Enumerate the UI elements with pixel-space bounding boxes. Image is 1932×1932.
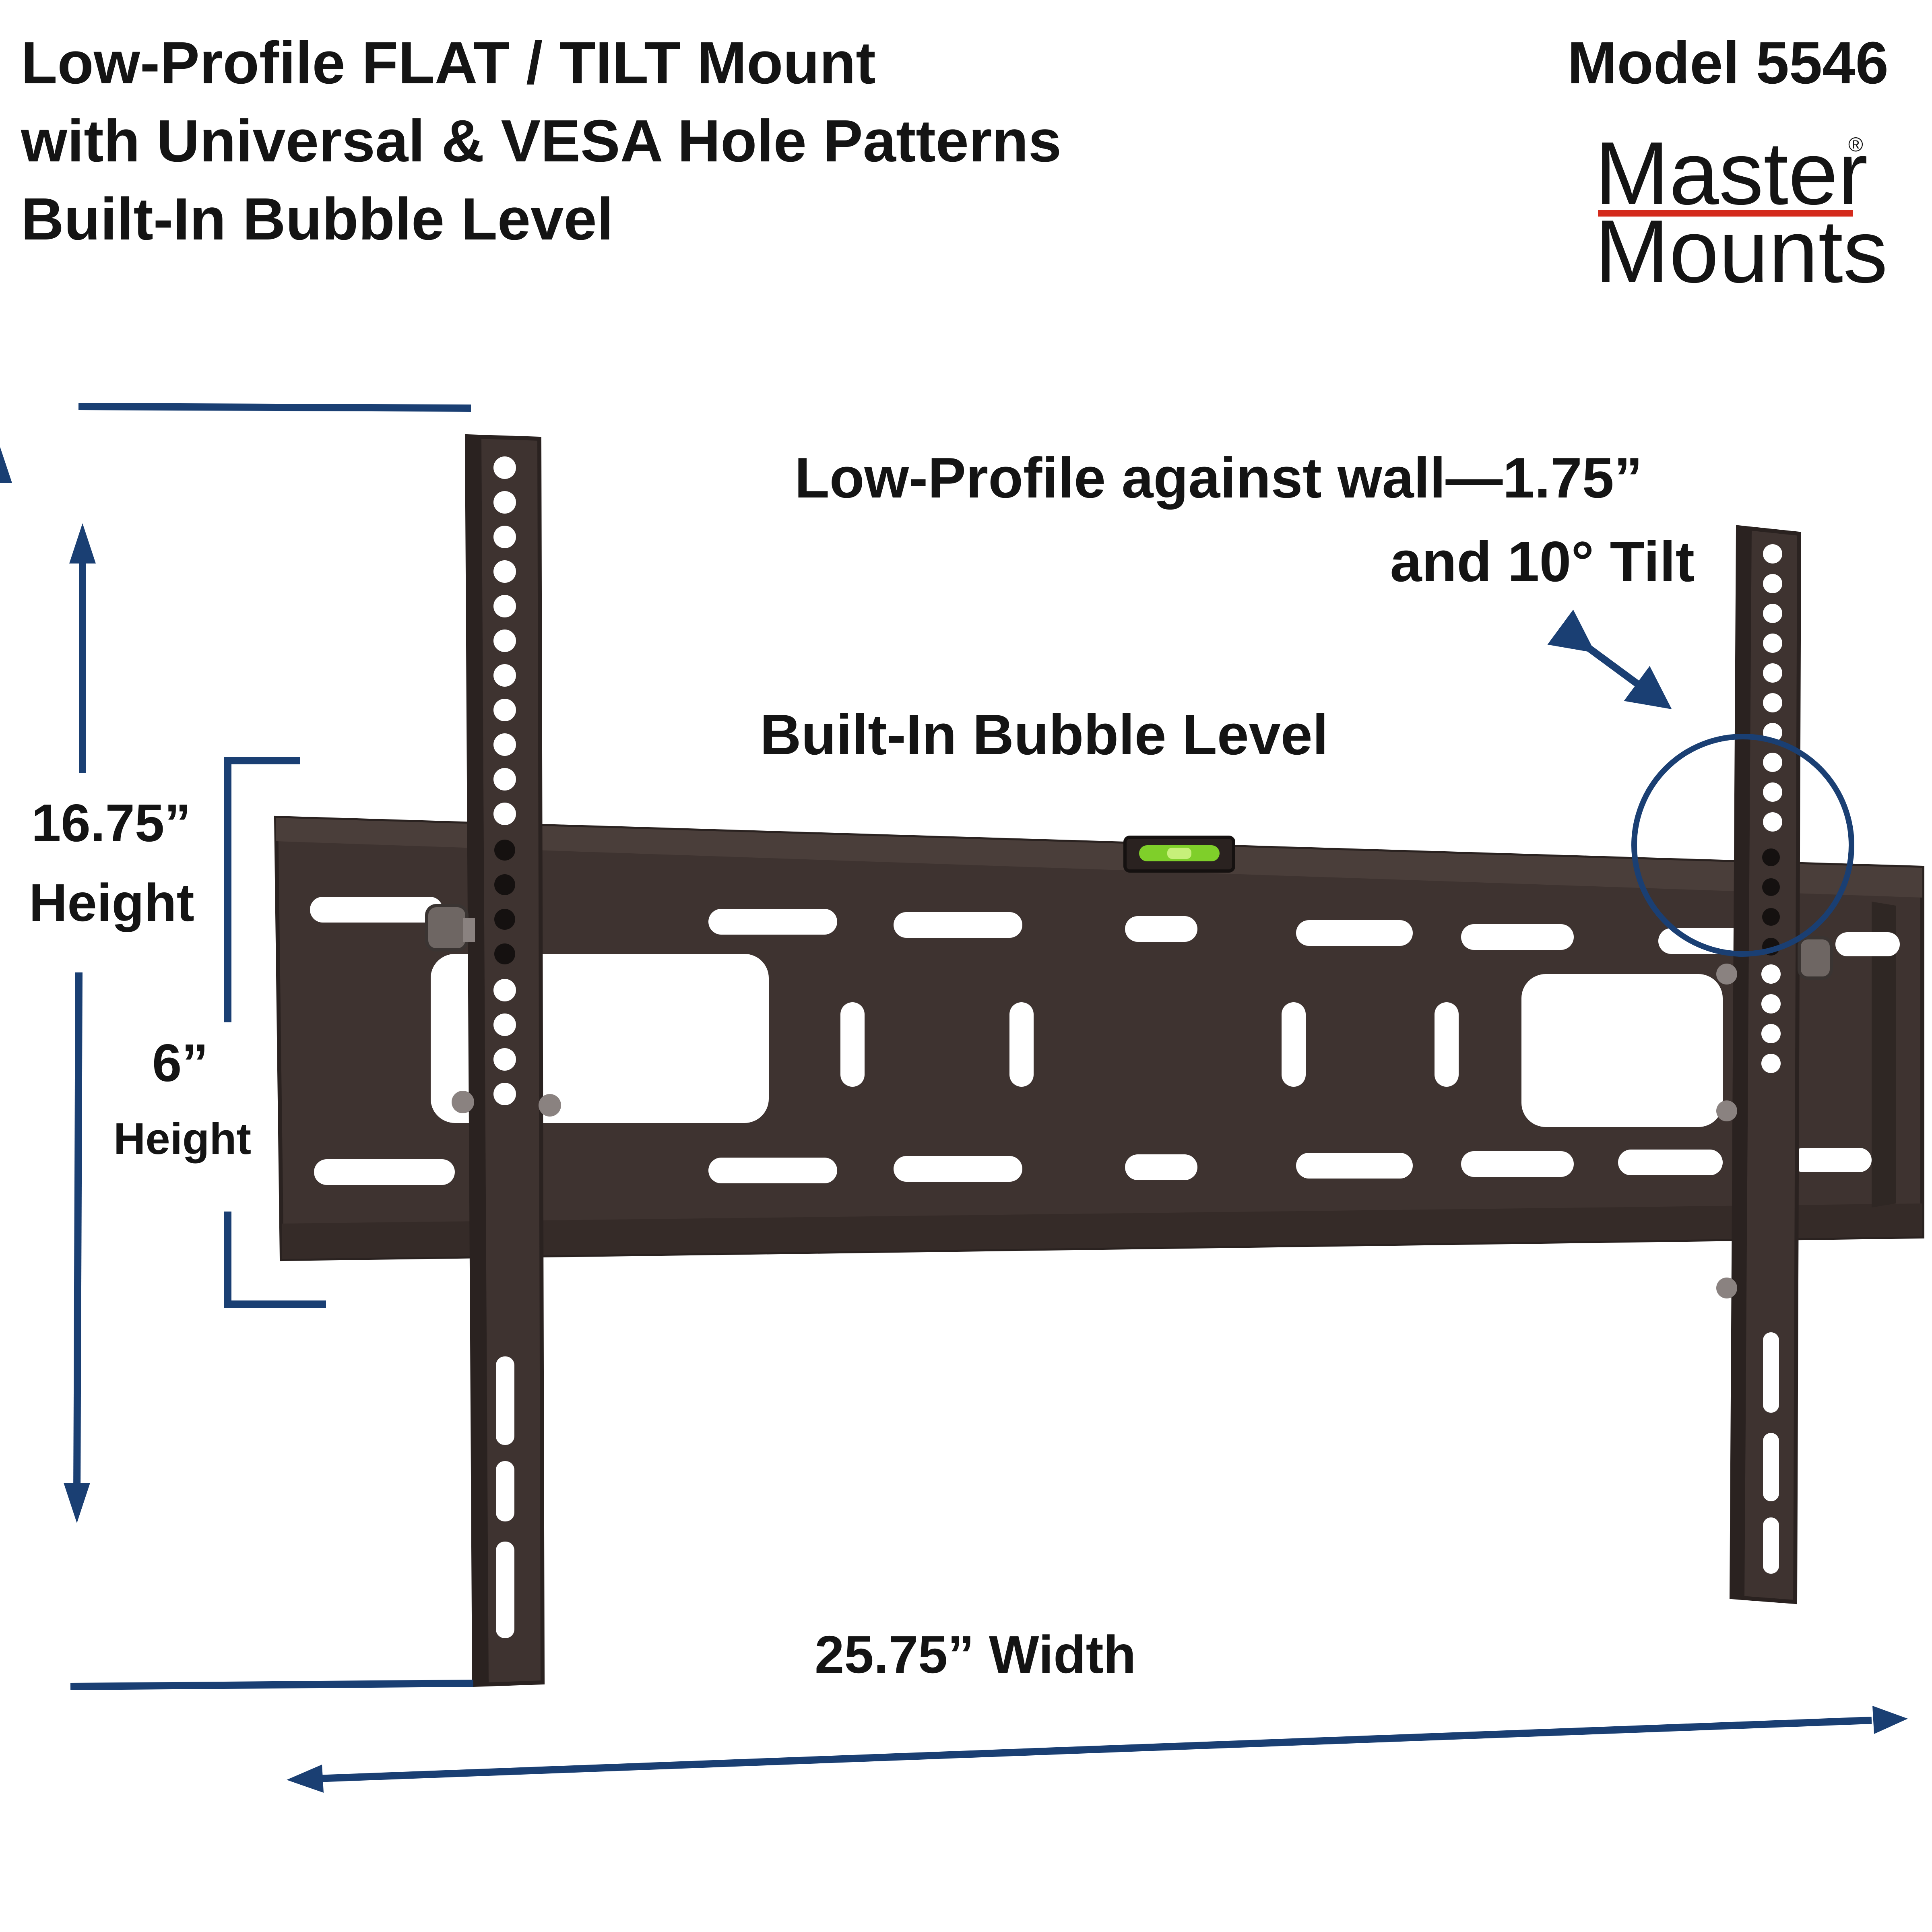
plate-slot [1791, 1148, 1872, 1172]
right-bracket-holes [1761, 544, 1782, 1574]
width-dimension [287, 1706, 1908, 1793]
plate-slot [314, 1159, 455, 1185]
plate-slot [708, 909, 837, 935]
title-line-1: Low-Profile FLAT / TILT Mount [21, 30, 876, 96]
plate-slot [708, 1158, 837, 1183]
tilt-knob-icon [1716, 936, 1833, 1298]
total-height-value: 16.75” [31, 793, 191, 852]
width-label: 25.75” Width [815, 1625, 1136, 1684]
plate-vertical-slot [1282, 1002, 1306, 1087]
plate-slot [1125, 916, 1197, 942]
left-bracket-dark-holes [494, 840, 515, 964]
plate-height-label: Height [114, 1114, 252, 1164]
brand-name-top: Master [1595, 124, 1868, 223]
plate-vertical-slot [1009, 1002, 1034, 1087]
bubble-level-callout: Built-In Bubble Level [760, 703, 1329, 767]
double-arrow-icon [1547, 609, 1672, 710]
plate-height-dimension [224, 757, 326, 1308]
plate-slot [894, 912, 1022, 938]
profile-callout-line-2: and 10° Tilt [1390, 530, 1695, 594]
arrow-down-icon [64, 1483, 90, 1523]
plate-slot [1296, 1153, 1413, 1179]
title-line-3: Built-In Bubble Level [21, 186, 613, 252]
plate-cutout [1521, 974, 1723, 1127]
plate-slot [310, 897, 443, 923]
bubble-level-icon [1123, 836, 1235, 873]
tilt-knob-icon [425, 904, 561, 1117]
plate-slot [894, 1156, 1022, 1182]
profile-callout-line-1: Low-Profile against wall—1.75” [795, 446, 1643, 510]
plate-slot [1618, 1150, 1723, 1175]
model-number: Model 5546 [1567, 30, 1889, 96]
plate-vertical-slot [840, 1002, 865, 1087]
brand-name-bottom: Mounts [1595, 202, 1888, 301]
title-line-2: with Universal & VESA Hole Patterns [21, 108, 1062, 174]
plate-slot [1461, 924, 1574, 950]
plate-slot [1296, 920, 1413, 946]
brand-rule [1598, 210, 1853, 217]
plate-vertical-slot [1435, 1002, 1459, 1087]
arrow-up-icon [0, 447, 12, 483]
plate-slot [1461, 1151, 1574, 1177]
plate-height-value: 6” [152, 1033, 208, 1092]
plate-slot [1835, 932, 1900, 956]
arrow-up-icon [69, 523, 96, 564]
total-height-dimension [70, 403, 474, 1690]
highlight-circle [1631, 734, 1854, 957]
plate-slot [1125, 1154, 1197, 1180]
left-bracket-holes [493, 456, 516, 1638]
registered-mark: ® [1848, 133, 1863, 156]
total-height-label: Height [29, 873, 194, 932]
